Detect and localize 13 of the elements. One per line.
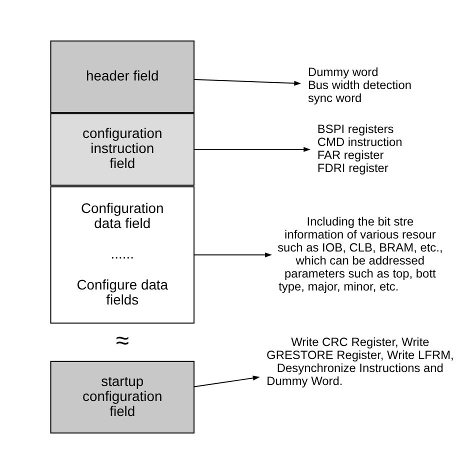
node-box: Configuration data field ...... Configure data fields [50,186,195,324]
node-box: startup configuration field [50,360,195,434]
node-text: Including the bit stre information of various resour such as IOB, CLB, BRAM, etc., which can be addressed parameters such as top, bott type, major, minor, etc. [278,214,443,294]
label: ≈ [116,328,129,355]
arrow [194,79,302,86]
arrow [194,147,311,152]
arrow [194,376,260,388]
node-box: configuration instruction field [50,113,195,186]
node-text: BSPI registers CMD instruction FAR register FDRI register [317,122,402,175]
node-text: Dummy word Bus width detection sync word [308,64,412,105]
node-text: Write CRC Register, Write GRESTORE Register, Write LFRM, Desynchronize Instructions and Dummy Word. [266,335,454,388]
arrow [194,252,272,258]
node-box: header field [50,40,195,114]
